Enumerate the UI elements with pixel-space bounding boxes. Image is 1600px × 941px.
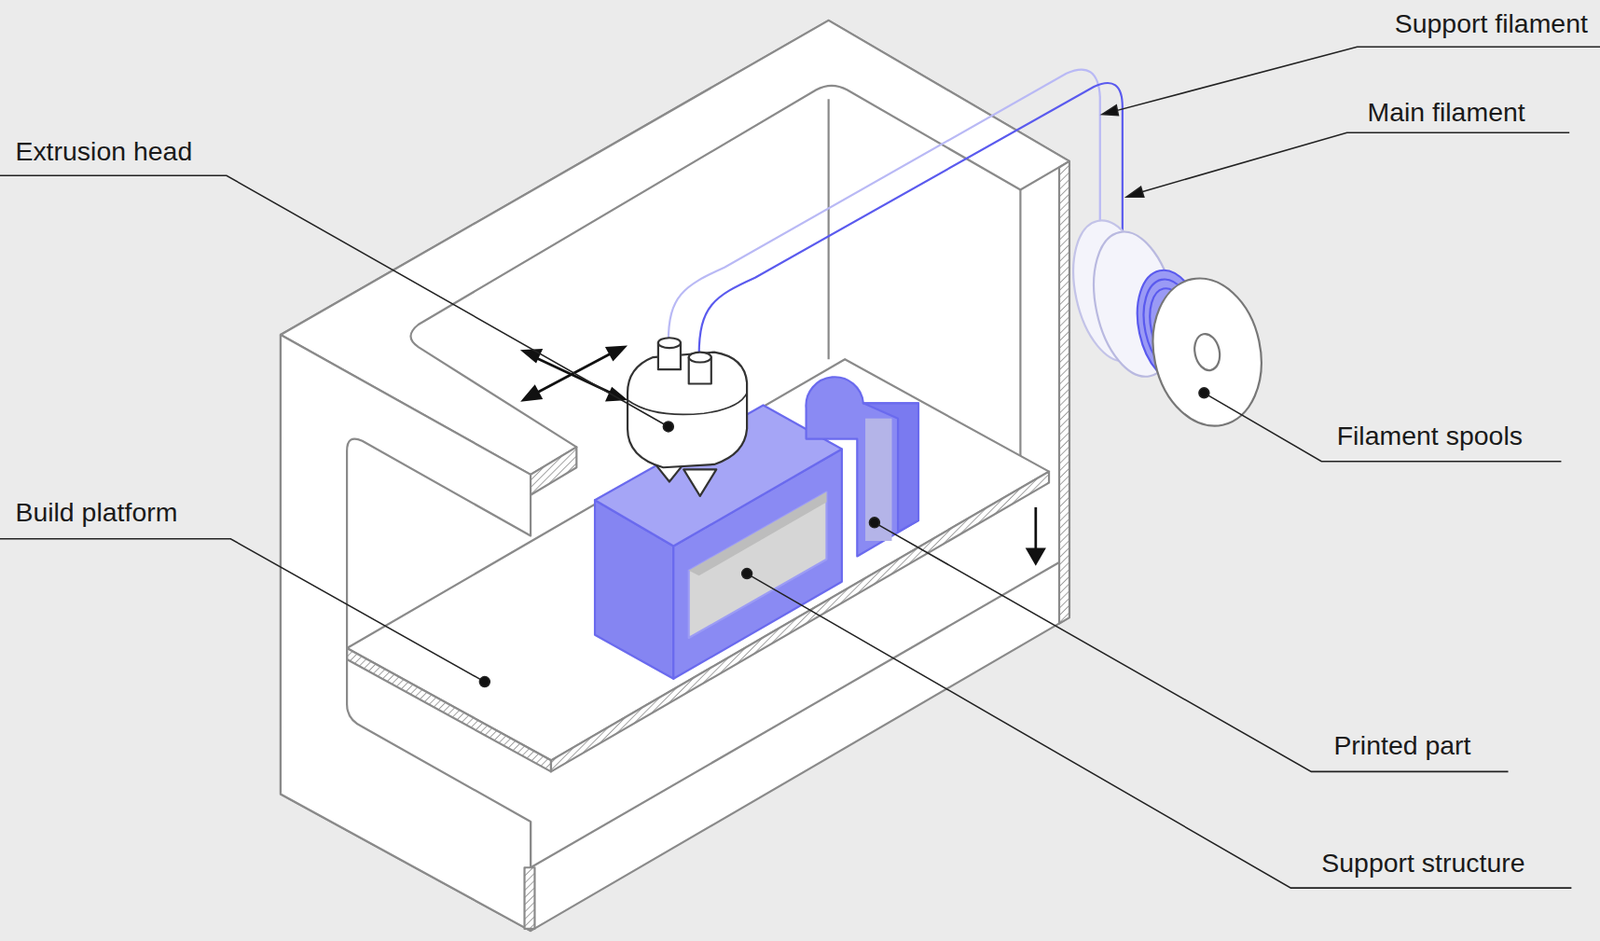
leader-lines-part bbox=[0, 175, 669, 427]
enclosure bbox=[280, 20, 1070, 931]
enclosure-part bbox=[1019, 190, 1021, 470]
printed-part-part bbox=[865, 418, 892, 541]
part-label: Support filament bbox=[1394, 8, 1588, 40]
part-label: Extrusion head bbox=[14, 136, 193, 167]
leader-lines-part bbox=[1203, 392, 1561, 461]
motion-arrows-part bbox=[523, 386, 541, 400]
motion-arrows-part bbox=[606, 388, 625, 400]
extrusion-head-part bbox=[689, 352, 712, 363]
leader-lines-part bbox=[1102, 105, 1119, 116]
leader-lines-part bbox=[746, 573, 1572, 888]
part-label: Filament spools bbox=[1337, 420, 1523, 452]
leader-lines-part bbox=[0, 538, 485, 682]
filament-spools-part bbox=[1139, 268, 1275, 437]
extrusion-head-part bbox=[627, 352, 747, 469]
enclosure-part bbox=[1059, 161, 1070, 624]
extrusion-head-part bbox=[627, 392, 747, 414]
printed-part-part bbox=[689, 492, 828, 638]
enclosure-front bbox=[280, 334, 577, 931]
leader-lines-part bbox=[874, 522, 1509, 772]
printed-part-part bbox=[805, 376, 919, 556]
leader-lines-part bbox=[742, 568, 753, 580]
extrusion-head-part bbox=[683, 468, 717, 496]
leader-lines-part bbox=[868, 517, 880, 528]
part-label: Printed part bbox=[1333, 729, 1471, 760]
leader-lines-part bbox=[1134, 132, 1570, 194]
extrusion-head bbox=[627, 337, 747, 497]
leader-lines-part bbox=[1199, 387, 1210, 399]
filament-spools-part bbox=[1191, 331, 1224, 373]
motion-arrows bbox=[523, 346, 1044, 564]
enclosure-part bbox=[827, 98, 830, 359]
leader-lines bbox=[0, 46, 1600, 888]
enclosure-part bbox=[280, 20, 1070, 931]
enclosure-front-part bbox=[529, 821, 532, 868]
enclosure-front-part bbox=[530, 446, 577, 495]
filament-spools bbox=[1061, 213, 1275, 437]
motion-arrows-part bbox=[606, 346, 625, 359]
filament-tubes bbox=[668, 69, 1123, 356]
extrusion-head-part bbox=[658, 337, 681, 348]
enclosure-front-part bbox=[524, 867, 536, 929]
printed-part-part bbox=[689, 492, 828, 577]
part-label: Main filament bbox=[1366, 96, 1525, 128]
motion-arrows-part bbox=[1027, 549, 1045, 564]
enclosure-front-part bbox=[280, 334, 531, 931]
part-label: Build platform bbox=[14, 496, 178, 528]
motion-arrows-part bbox=[1034, 507, 1037, 552]
motion-arrows-part bbox=[523, 349, 541, 361]
leader-lines-part bbox=[1110, 46, 1600, 112]
part-label: Support structure bbox=[1321, 846, 1525, 878]
filament-tubes-part bbox=[699, 82, 1123, 356]
leader-lines-part bbox=[662, 421, 674, 432]
leader-lines-part bbox=[1126, 186, 1145, 197]
leader-lines-part bbox=[479, 676, 490, 688]
